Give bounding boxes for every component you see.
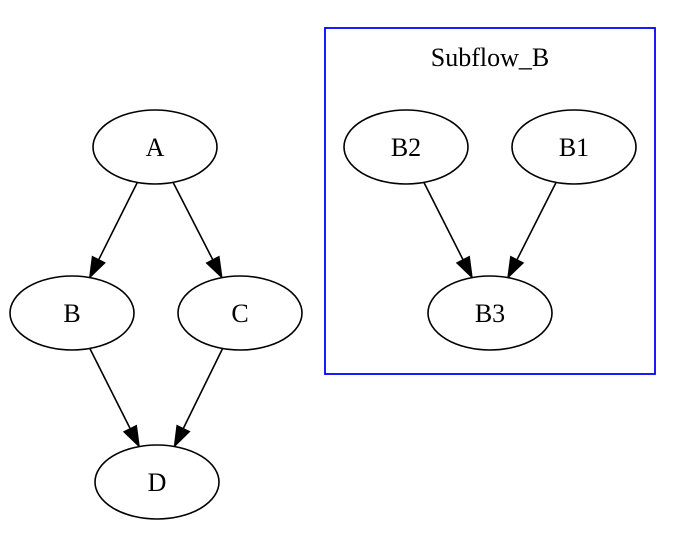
node-ellipse: [92, 109, 218, 185]
edge-b-to-d: [89, 348, 141, 449]
node-label: B1: [559, 133, 589, 162]
edge-line: [182, 348, 224, 429]
node-label: B3: [475, 299, 505, 328]
node-c: C: [177, 275, 303, 351]
arrowhead-icon: [173, 424, 191, 449]
edge-line: [97, 182, 139, 261]
node-a: A: [92, 109, 218, 185]
arrowhead-icon: [122, 424, 141, 449]
node-ellipse: [177, 275, 303, 351]
edge-b2-to-b3: [423, 182, 473, 280]
node-b1: B1: [511, 109, 637, 185]
edge-line: [172, 182, 214, 261]
node-ellipse: [511, 109, 637, 185]
node-d: D: [94, 444, 220, 520]
node-label: B: [63, 299, 80, 328]
node-label: D: [148, 468, 167, 497]
edge-a-to-c: [172, 182, 223, 280]
edge-line: [423, 182, 464, 261]
edge-line: [516, 182, 557, 261]
node-label: C: [231, 299, 248, 328]
cluster-subflow-b-label: Subflow_B: [431, 43, 549, 72]
node-ellipse: [9, 275, 135, 351]
edge-c-to-d: [173, 348, 224, 449]
node-b: B: [9, 275, 135, 351]
node-ellipse: [427, 275, 553, 351]
arrowhead-icon: [507, 255, 525, 280]
arrowhead-icon: [88, 255, 106, 280]
node-label: B2: [391, 133, 421, 162]
arrowhead-icon: [455, 255, 473, 280]
node-label: A: [146, 133, 165, 162]
arrowhead-icon: [205, 255, 223, 280]
node-ellipse: [343, 109, 469, 185]
node-b2: B2: [343, 109, 469, 185]
cluster-subflow-b-border: [324, 27, 656, 375]
node-b3: B3: [427, 275, 553, 351]
node-ellipse: [94, 444, 220, 520]
edge-b1-to-b3: [507, 182, 557, 280]
edge-line: [89, 348, 131, 430]
edge-a-to-b: [88, 182, 139, 280]
